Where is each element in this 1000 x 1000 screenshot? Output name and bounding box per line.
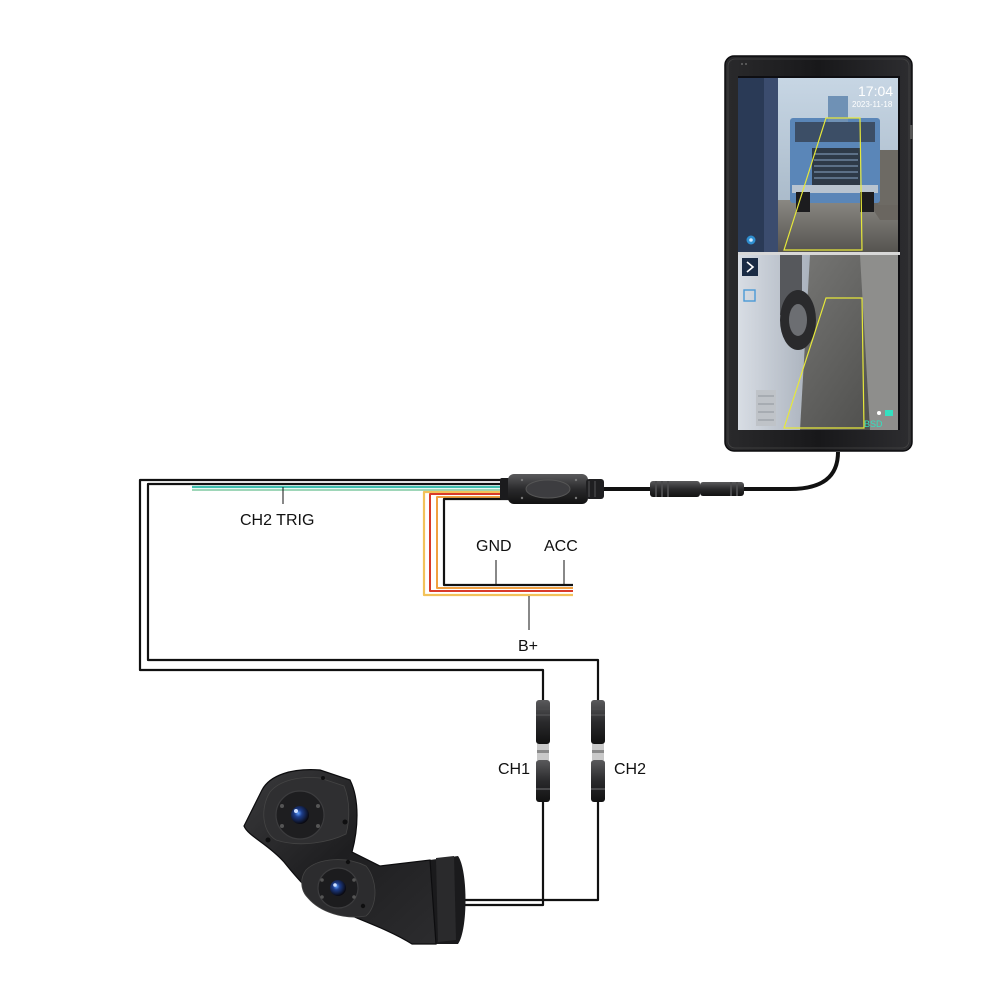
expand-arrow-icon[interactable] xyxy=(742,258,758,276)
ch2-label: CH2 xyxy=(614,761,646,778)
lower-camera-view: BSD xyxy=(738,255,898,430)
ch2-connector xyxy=(591,700,605,802)
ch2-video-wire xyxy=(138,478,545,700)
gnd-label: GND xyxy=(476,538,512,555)
ch2-camera-wire xyxy=(462,800,600,902)
wiring xyxy=(138,451,840,907)
acc-wire xyxy=(436,496,573,589)
lower-lens-icon xyxy=(330,880,346,896)
ch1-label: CH1 xyxy=(498,761,530,778)
b-plus-label: B+ xyxy=(518,638,538,655)
dual-camera xyxy=(243,769,466,945)
ch1-camera-wire xyxy=(462,800,545,907)
lower-detection-zone xyxy=(783,297,865,429)
ch1-connector xyxy=(536,700,550,802)
b-plus-wire xyxy=(422,490,573,597)
monitor-status: BSD xyxy=(864,419,883,429)
inline-connector-monitor xyxy=(650,481,744,497)
monitor-time: 17:04 xyxy=(858,83,893,99)
acc-label: ACC xyxy=(544,538,578,555)
monitor: 17:04 2023-11-18 xyxy=(724,55,913,452)
ch2-trig-label: CH2 TRIG xyxy=(240,512,314,529)
gallery-icon[interactable] xyxy=(743,289,756,302)
upper-lens-icon xyxy=(291,806,309,824)
gnd-wire xyxy=(442,497,573,587)
monitor-date: 2023-11-18 xyxy=(852,100,893,109)
ch2-video-wire-return xyxy=(146,482,600,700)
junction-connector xyxy=(500,474,604,504)
upper-detection-zone xyxy=(783,117,863,251)
red-wire xyxy=(429,493,573,592)
upper-camera-view: 17:04 2023-11-18 xyxy=(738,78,898,253)
